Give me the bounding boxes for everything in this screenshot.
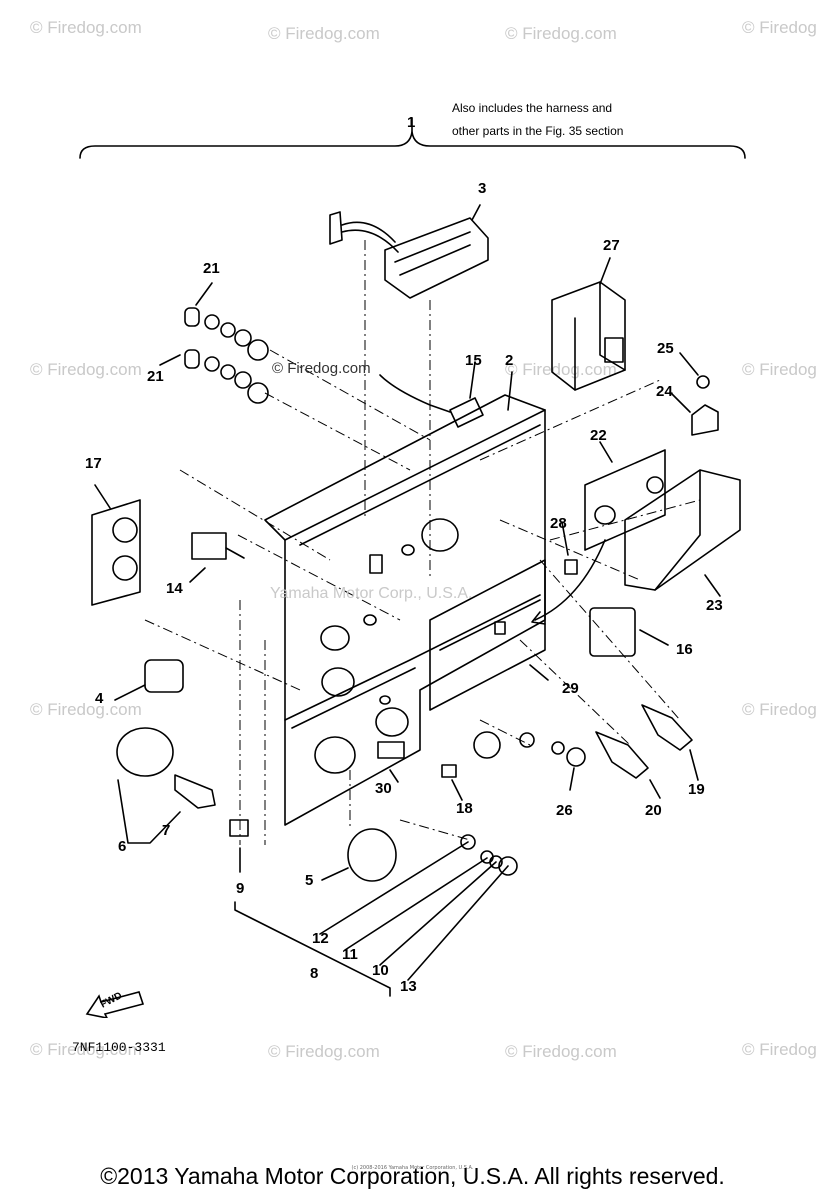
copyright-notice: ©2013 Yamaha Motor Corporation, U.S.A. A… bbox=[100, 1163, 725, 1189]
circuit-breaker bbox=[551, 281, 626, 391]
washer-10 bbox=[489, 855, 503, 869]
callout-6: 6 bbox=[118, 838, 127, 855]
callout-11: 11 bbox=[342, 946, 358, 963]
callout-21b: 21 bbox=[147, 368, 164, 385]
part-30 bbox=[377, 741, 405, 759]
watermark-lower-left: © Firedog.com bbox=[30, 700, 142, 719]
callout-20: 20 bbox=[645, 802, 662, 819]
part-code: 7NF1100-3331 bbox=[72, 1040, 166, 1055]
callout-14: 14 bbox=[166, 580, 183, 597]
nut-26 bbox=[566, 747, 586, 767]
meter-housing bbox=[384, 217, 489, 299]
plug-20 bbox=[595, 731, 649, 779]
panel-slot bbox=[369, 554, 383, 574]
rocker-switch-4 bbox=[144, 659, 184, 693]
screw-28 bbox=[564, 559, 578, 575]
part-16 bbox=[589, 607, 636, 657]
panel-hole bbox=[320, 625, 350, 651]
tiny-notice: (c) 2008-2016 Yamaha Motor Corporation, … bbox=[351, 1165, 474, 1171]
watermark-top-left: © Firedog.com bbox=[30, 18, 142, 37]
watermark-bottom-center-right: © Firedog.com bbox=[505, 1042, 617, 1061]
receptacle-outlet bbox=[91, 499, 141, 606]
bracket-24 bbox=[691, 404, 719, 436]
callout-21a: 21 bbox=[203, 260, 220, 277]
callout-16: 16 bbox=[676, 641, 693, 658]
watermark-bottom-right: © Firedog bbox=[742, 1040, 817, 1059]
main-switch bbox=[116, 727, 174, 777]
panel-hole bbox=[363, 614, 377, 626]
plug-19 bbox=[641, 704, 693, 751]
callout-28: 28 bbox=[550, 515, 567, 532]
washer-12 bbox=[460, 834, 476, 850]
watermark-mid-right: © Firedog bbox=[742, 360, 817, 379]
callout-19: 19 bbox=[688, 781, 705, 798]
pilot-lamp bbox=[449, 397, 484, 428]
callout-3: 3 bbox=[478, 180, 487, 197]
panel-hole bbox=[321, 667, 355, 697]
note-line-2: other parts in the Fig. 35 section bbox=[452, 124, 624, 138]
callout-12: 12 bbox=[312, 930, 329, 947]
callout-10: 10 bbox=[372, 962, 389, 979]
callout-25: 25 bbox=[657, 340, 674, 357]
ignition-key bbox=[174, 774, 216, 809]
callout-27: 27 bbox=[603, 237, 620, 254]
callout-4: 4 bbox=[95, 690, 104, 707]
callout-13: 13 bbox=[400, 978, 417, 995]
callout-9: 9 bbox=[236, 880, 245, 897]
note-line-1: Also includes the harness and bbox=[452, 101, 613, 115]
panel-hole bbox=[314, 736, 356, 774]
knob-21b bbox=[184, 349, 200, 369]
forward-arrow-icon bbox=[85, 991, 145, 1018]
watermark-lower-right: © Firedog bbox=[742, 700, 817, 719]
toggle-switch bbox=[191, 532, 227, 560]
watermark-mid-left: © Firedog.com bbox=[30, 360, 142, 379]
callout-18: 18 bbox=[456, 800, 473, 817]
callout-7: 7 bbox=[162, 822, 171, 839]
watermark-top-right: © Firedog bbox=[742, 18, 817, 37]
cap-cover bbox=[347, 828, 397, 882]
screw-18 bbox=[441, 764, 457, 778]
bolt-9 bbox=[229, 819, 249, 837]
ring-nut bbox=[473, 731, 501, 759]
callout-15: 15 bbox=[465, 352, 482, 369]
watermark-bottom-left: © Firedog.com bbox=[30, 1040, 142, 1059]
panel-hole bbox=[421, 518, 459, 552]
callout-24: 24 bbox=[656, 383, 673, 400]
panel-watermark-site: © Firedog.com bbox=[272, 360, 371, 377]
sub-panel bbox=[429, 559, 546, 711]
callout-5: 5 bbox=[305, 872, 314, 889]
washer-11 bbox=[480, 850, 494, 864]
callout-2: 2 bbox=[505, 352, 514, 369]
panel-hole bbox=[401, 544, 415, 556]
callout-23: 23 bbox=[706, 597, 723, 614]
nut-13 bbox=[498, 856, 518, 876]
watermark-bottom-center: © Firedog.com bbox=[268, 1042, 380, 1061]
panel-hole bbox=[379, 695, 391, 705]
callout-17: 17 bbox=[85, 455, 102, 472]
screw-25 bbox=[696, 375, 710, 389]
callout-26: 26 bbox=[556, 802, 573, 819]
cover-23 bbox=[624, 469, 741, 591]
assembly-brace bbox=[79, 131, 746, 159]
watermark-top-center: © Firedog.com bbox=[268, 24, 380, 43]
watermark-mid-center-right: © Firedog.com bbox=[505, 360, 617, 379]
callout-22: 22 bbox=[590, 427, 607, 444]
plate-22 bbox=[584, 449, 666, 551]
callout-29: 29 bbox=[562, 680, 579, 697]
knob-21a bbox=[184, 307, 200, 327]
callout-30: 30 bbox=[375, 780, 392, 797]
callout-8: 8 bbox=[310, 965, 319, 982]
callout-1: 1 bbox=[407, 114, 416, 131]
panel-watermark: Yamaha Motor Corp., U.S.A. bbox=[270, 585, 473, 602]
watermark-top-center-right: © Firedog.com bbox=[505, 24, 617, 43]
panel-hole bbox=[375, 707, 409, 737]
